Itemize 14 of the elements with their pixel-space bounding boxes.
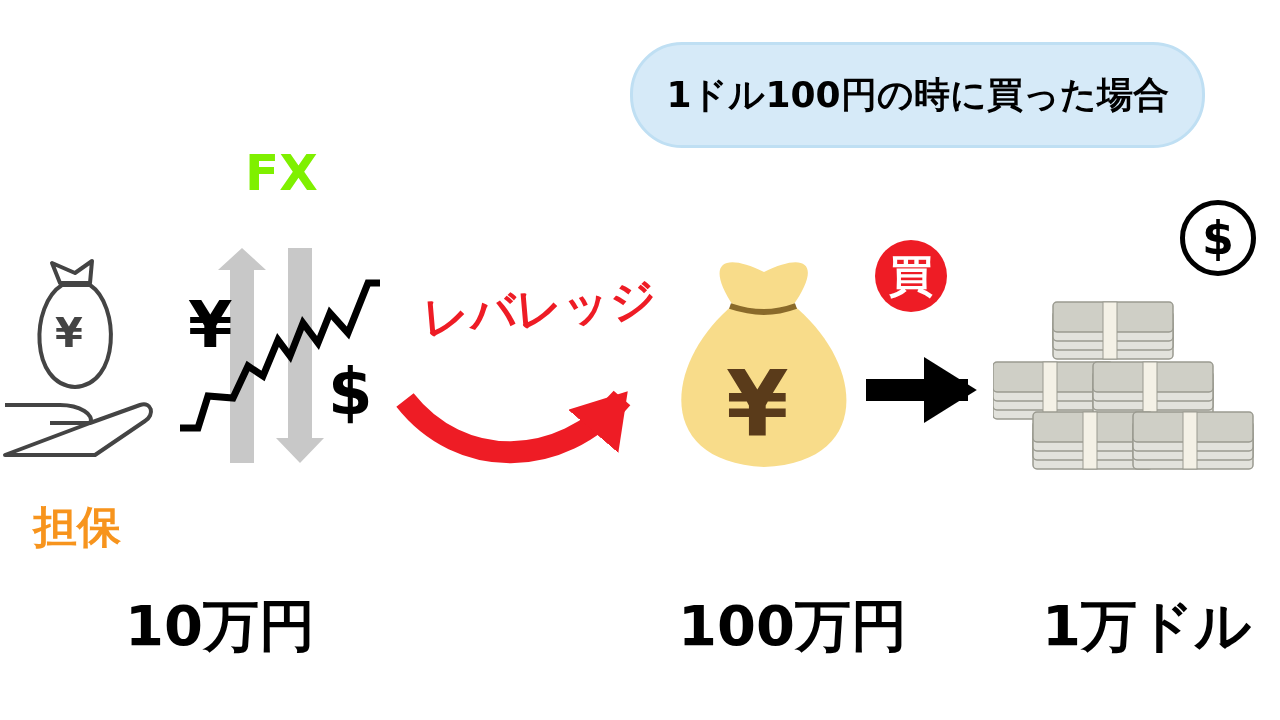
amount-label: 100万円 bbox=[678, 598, 907, 654]
arrow bbox=[866, 357, 977, 423]
yen-sign: ¥ bbox=[726, 360, 789, 450]
dollar-circle: $ bbox=[1180, 200, 1256, 276]
amount-label: 1万ドル bbox=[1042, 598, 1251, 654]
amount-label: 10万円 bbox=[125, 598, 315, 654]
dollar-sign: $ bbox=[328, 360, 373, 424]
kanji-circle: 買 bbox=[875, 240, 947, 312]
speech-bubble: 1ドル100円の時に買った場合 bbox=[630, 42, 1205, 148]
caption: 担保 bbox=[33, 505, 121, 549]
arrow bbox=[396, 390, 630, 464]
yen-sign: ¥ bbox=[55, 313, 83, 353]
heading: FX bbox=[245, 148, 318, 198]
yen-sign: ¥ bbox=[188, 293, 233, 357]
